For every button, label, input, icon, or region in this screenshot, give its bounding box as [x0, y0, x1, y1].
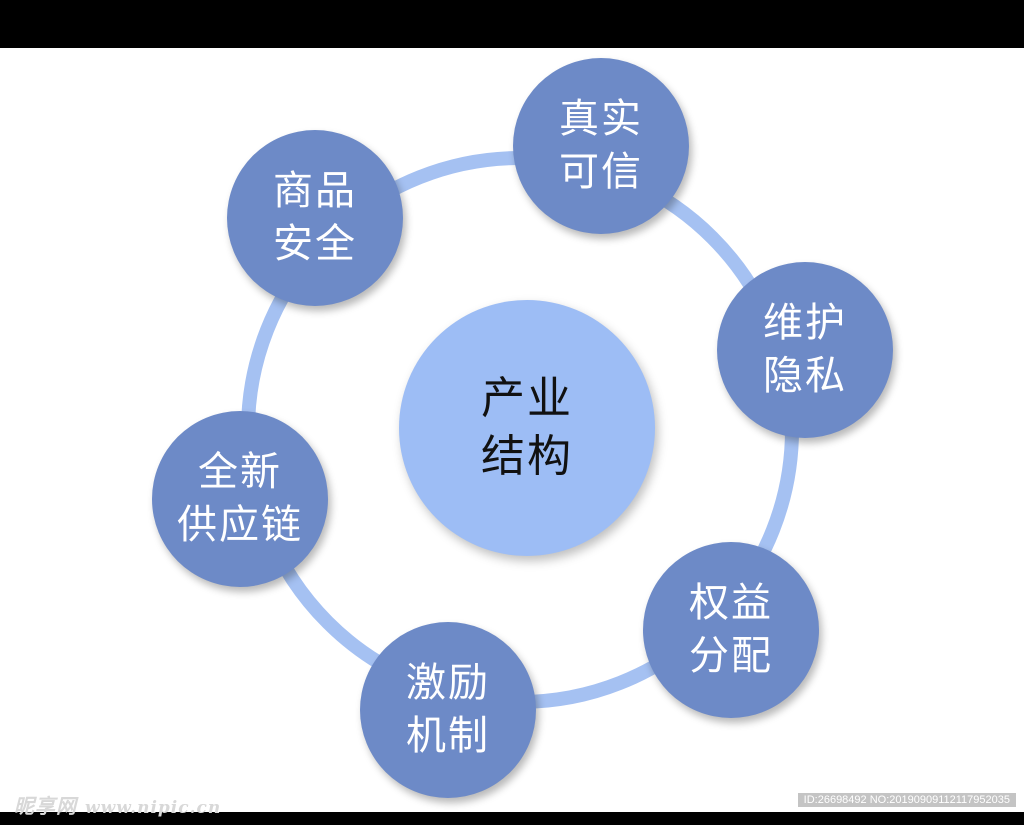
node-label-line-2: 隐私	[763, 353, 847, 399]
node-label-line-1: 全新	[198, 449, 282, 496]
node-label-line-2: 供应链	[177, 502, 303, 548]
node-authentic-trusted: 真实 可信	[513, 58, 689, 234]
node-new-supply-chain: 全新 供应链	[152, 411, 328, 587]
node-incentive-mechanism: 激励 机制	[360, 622, 536, 798]
center-label-line-2: 结构	[481, 431, 573, 482]
node-rights-distribution: 权益 分配	[643, 542, 819, 718]
node-label-line-2: 机制	[406, 713, 490, 759]
node-label-line-2: 安全	[273, 221, 357, 267]
node-label-line-1: 激励	[406, 660, 490, 707]
top-black-bar	[0, 0, 1024, 48]
watermark-url: www.nipic.cn	[84, 798, 222, 818]
node-label-line-2: 分配	[689, 633, 773, 679]
watermark-brand: 昵享网	[14, 794, 77, 818]
node-label-line-2: 可信	[559, 149, 643, 195]
center-node-industry-structure: 产业 结构	[399, 300, 655, 556]
node-label-line-1: 真实	[559, 96, 643, 143]
watermark-logo: 昵享网 www.nipic.cn	[14, 790, 221, 819]
node-label-line-1: 权益	[689, 580, 773, 627]
node-label-line-1: 商品	[273, 168, 357, 215]
watermark-id: ID:26698492 NO:20190909112117952035	[797, 793, 1016, 807]
node-product-safety: 商品 安全	[227, 130, 403, 306]
bottom-black-bar	[0, 812, 1024, 825]
center-label-line-1: 产业	[481, 372, 573, 424]
node-label-line-1: 维护	[763, 300, 847, 347]
node-protect-privacy: 维护 隐私	[717, 262, 893, 438]
